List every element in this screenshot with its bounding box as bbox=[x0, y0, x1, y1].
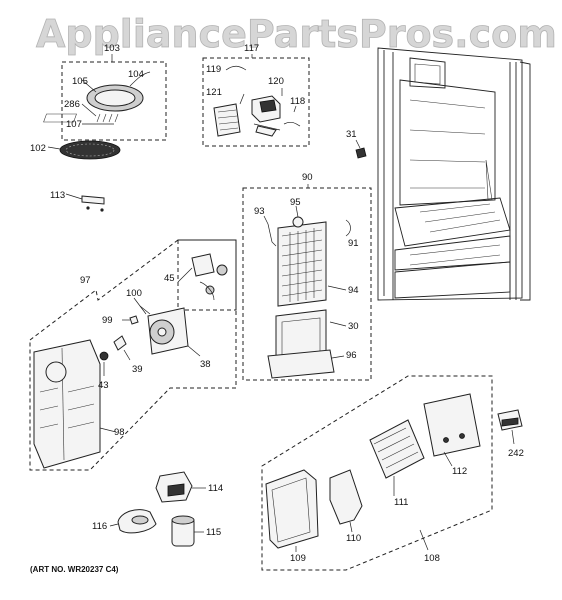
label-38: 38 bbox=[200, 359, 211, 370]
label-93: 93 bbox=[254, 206, 265, 217]
assembly-97 bbox=[29, 239, 237, 471]
label-286: 286 bbox=[64, 99, 80, 110]
label-102: 102 bbox=[30, 143, 46, 154]
label-45: 45 bbox=[164, 273, 175, 284]
label-91: 91 bbox=[348, 238, 359, 249]
part-109-drawer bbox=[265, 469, 319, 549]
label-109: 109 bbox=[290, 553, 306, 564]
label-103: 103 bbox=[104, 43, 120, 54]
part-102-filter bbox=[47, 140, 121, 160]
label-98: 98 bbox=[114, 427, 125, 438]
label-119: 119 bbox=[206, 64, 221, 75]
part-111-heater bbox=[369, 419, 425, 479]
part-113-bracket bbox=[65, 193, 105, 212]
assembly-90 bbox=[242, 187, 372, 381]
part-43-washer bbox=[99, 351, 109, 361]
label-110: 110 bbox=[346, 533, 361, 544]
leader-lines bbox=[99, 54, 515, 552]
refrigerator-cabinet bbox=[377, 47, 531, 301]
assembly-103 bbox=[43, 61, 167, 141]
part-242-connector bbox=[497, 409, 523, 431]
label-112: 112 bbox=[452, 466, 467, 477]
part-98-panel bbox=[33, 339, 101, 469]
label-30: 30 bbox=[348, 321, 359, 332]
assembly-108 bbox=[261, 375, 493, 571]
part-114-dispenser bbox=[155, 471, 193, 503]
label-107: 107 bbox=[66, 119, 82, 130]
part-121-module bbox=[213, 103, 241, 137]
part-45-bracket bbox=[191, 253, 215, 277]
part-112-plate bbox=[423, 393, 481, 457]
part-95-sensor bbox=[292, 216, 304, 228]
label-117: 117 bbox=[244, 43, 259, 54]
label-115: 115 bbox=[206, 527, 221, 538]
part-118-harness bbox=[255, 125, 277, 137]
label-95: 95 bbox=[290, 197, 301, 208]
assembly-117 bbox=[202, 57, 310, 147]
label-114: 114 bbox=[208, 483, 223, 494]
part-110-duct bbox=[329, 469, 363, 525]
label-118: 118 bbox=[290, 96, 305, 107]
label-108: 108 bbox=[424, 553, 440, 564]
label-90: 90 bbox=[302, 172, 313, 183]
part-116-cup bbox=[117, 509, 157, 534]
label-104: 104 bbox=[128, 69, 144, 80]
label-94: 94 bbox=[348, 285, 359, 296]
art-number: (ART NO. WR20237 C4) bbox=[30, 565, 119, 574]
part-31-clip bbox=[355, 139, 367, 159]
part-96-drain-pan bbox=[267, 349, 335, 379]
label-99: 99 bbox=[102, 315, 113, 326]
label-43: 43 bbox=[98, 380, 109, 391]
label-116: 116 bbox=[92, 521, 107, 532]
label-31: 31 bbox=[346, 129, 357, 140]
label-105: 105 bbox=[72, 76, 88, 87]
part-99-clip bbox=[129, 315, 139, 325]
label-97: 97 bbox=[80, 275, 91, 286]
label-242: 242 bbox=[508, 448, 524, 459]
part-286-grille bbox=[43, 113, 77, 123]
label-96: 96 bbox=[346, 350, 357, 361]
part-fan-blade bbox=[113, 335, 127, 351]
callout-labels: 103 104 105 286 107 102 113 117 119 120 … bbox=[30, 43, 524, 564]
label-100: 100 bbox=[126, 288, 142, 299]
label-121: 121 bbox=[206, 87, 222, 98]
label-120: 120 bbox=[268, 76, 284, 87]
part-115-can bbox=[171, 515, 195, 547]
label-39: 39 bbox=[132, 364, 143, 375]
label-111: 111 bbox=[394, 497, 408, 508]
part-94-evaporator bbox=[277, 221, 327, 307]
watermark: AppliancePartsPros.com bbox=[36, 12, 557, 56]
label-113: 113 bbox=[50, 190, 65, 201]
